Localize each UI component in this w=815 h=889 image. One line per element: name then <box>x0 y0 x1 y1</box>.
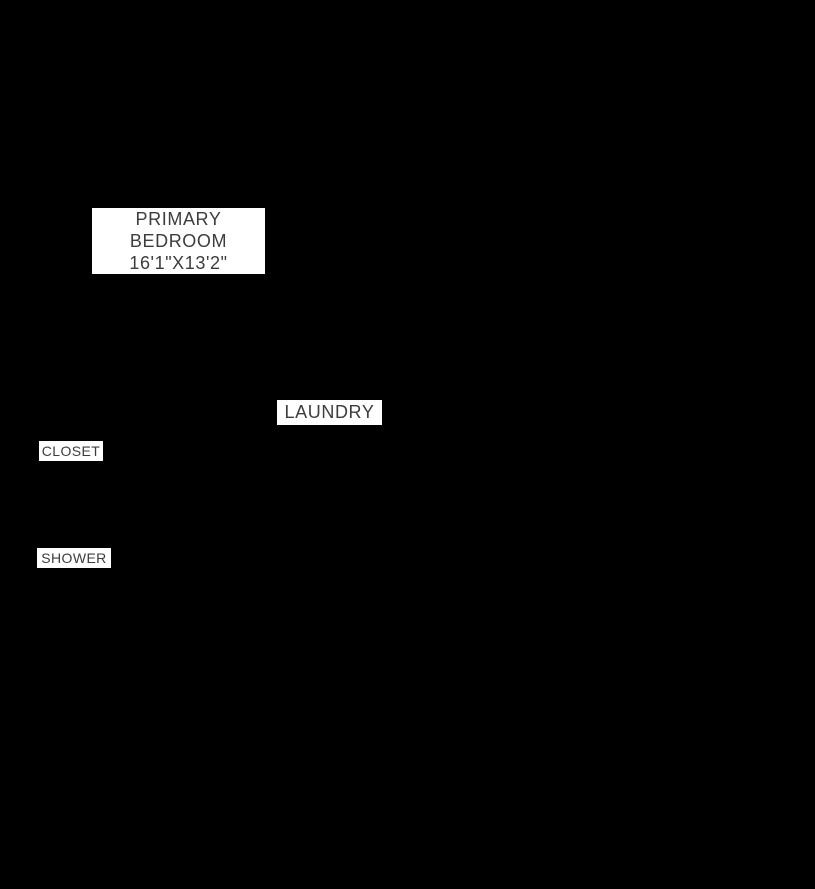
room-label-shower: SHOWER <box>37 548 111 568</box>
room-label-closet: CLOSET <box>39 441 103 461</box>
primary-bedroom-name-line1: PRIMARY <box>135 209 222 229</box>
room-label-laundry: LAUNDRY <box>277 400 382 425</box>
room-label-primary-bedroom: PRIMARY BEDROOM 16'1"X13'2" <box>92 208 265 274</box>
primary-bedroom-name-line2: BEDROOM <box>129 231 228 251</box>
primary-bedroom-dimensions: 16'1"X13'2" <box>129 253 228 273</box>
